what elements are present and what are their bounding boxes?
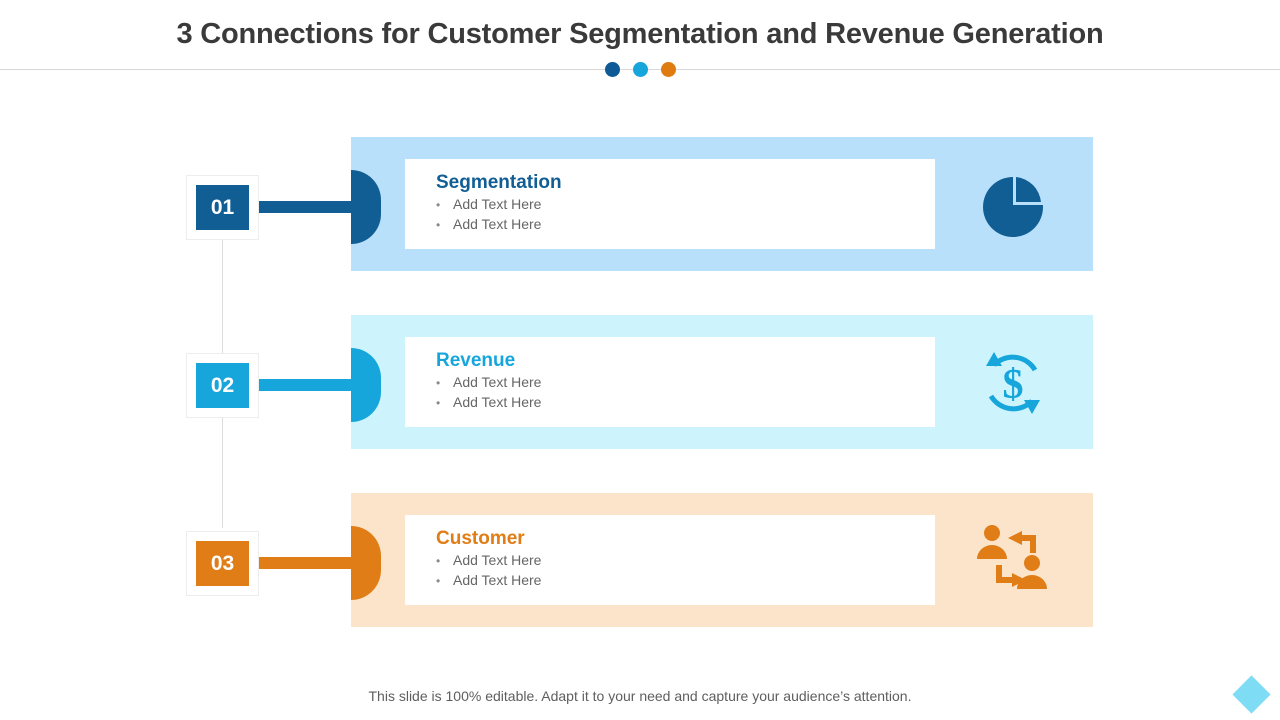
svg-text:$: $: [1002, 362, 1023, 408]
bullet-text: Add Text Here: [453, 394, 542, 410]
bullet-marker: •: [436, 396, 441, 410]
bullet-marker: •: [436, 218, 441, 232]
bullet-marker: •: [436, 198, 441, 212]
step-badge-box-1[interactable]: 01: [186, 175, 259, 240]
step-title-2: Revenue: [436, 350, 516, 371]
list-item: • Add Text Here: [436, 393, 935, 413]
step-title-1: Segmentation: [436, 172, 562, 193]
bullet-text: Add Text Here: [453, 552, 542, 568]
footer-note: This slide is 100% editable. Adapt it to…: [368, 688, 912, 704]
step-number-3: 03: [196, 541, 249, 586]
bullet-marker: •: [436, 376, 441, 390]
step-row-2: 02 Revenue • Add Text Here • Add Text He…: [0, 315, 1280, 493]
list-item: • Add Text Here: [436, 551, 935, 571]
step-badge-box-2[interactable]: 02: [186, 353, 259, 418]
bullet-text: Add Text Here: [453, 572, 542, 588]
bullet-marker: •: [436, 574, 441, 588]
corner-diamond-decoration: [1232, 675, 1271, 714]
step-card-2: Revenue • Add Text Here • Add Text Here: [405, 337, 935, 427]
dot-cyan: [632, 62, 648, 77]
step-row-3: 03 Customer • Add Text Here • Add Text H…: [0, 493, 1280, 671]
pie-chart-icon: [960, 165, 1065, 245]
step-row-1: 01 Segmentation • Add Text Here • Add Te…: [0, 137, 1280, 315]
list-item: • Add Text Here: [436, 215, 935, 235]
step-badge-box-3[interactable]: 03: [186, 531, 259, 596]
header-dot-row: [0, 62, 1280, 77]
step-title-3: Customer: [436, 528, 525, 549]
page-title: 3 Connections for Customer Segmentation …: [176, 18, 1104, 50]
bullet-text: Add Text Here: [453, 216, 542, 232]
list-item: • Add Text Here: [436, 195, 935, 215]
connector-bar-1: [255, 201, 367, 213]
bullet-marker: •: [436, 554, 441, 568]
bullet-text: Add Text Here: [453, 196, 542, 212]
connector-bar-3: [255, 557, 367, 569]
customer-exchange-icon: [960, 521, 1065, 601]
list-item: • Add Text Here: [436, 373, 935, 393]
dot-orange: [660, 62, 676, 77]
step-number-1: 01: [196, 185, 249, 230]
bullet-text: Add Text Here: [453, 374, 542, 390]
connector-bar-2: [255, 379, 367, 391]
dollar-refresh-icon: $: [960, 343, 1065, 423]
list-item: • Add Text Here: [436, 571, 935, 591]
step-card-3: Customer • Add Text Here • Add Text Here: [405, 515, 935, 605]
step-card-1: Segmentation • Add Text Here • Add Text …: [405, 159, 935, 249]
step-number-2: 02: [196, 363, 249, 408]
dot-blue: [604, 62, 620, 77]
